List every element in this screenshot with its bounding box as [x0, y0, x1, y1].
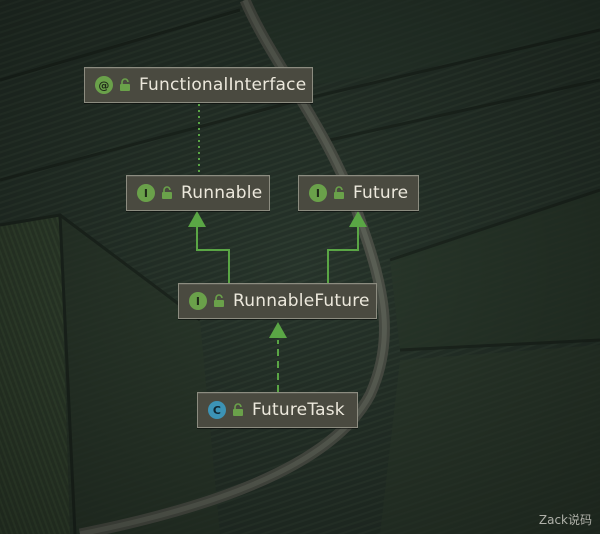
unlocked-padlock-icon [334, 186, 344, 199]
annotation-badge-icon: @ [95, 76, 113, 94]
node-label: Future [353, 183, 409, 203]
node-label: Runnable [181, 183, 263, 203]
node-label: RunnableFuture [233, 291, 370, 311]
watermark: Zack说码 [538, 513, 592, 527]
node-future-task[interactable]: C FutureTask [197, 392, 358, 428]
interface-badge-icon: I [137, 184, 155, 202]
edge-runnable-future-to-future [327, 226, 359, 283]
node-label: FutureTask [252, 400, 345, 420]
arrowhead-runnable [188, 211, 206, 227]
node-future[interactable]: I Future [298, 175, 419, 211]
node-runnable[interactable]: I Runnable [126, 175, 270, 211]
unlocked-padlock-icon [233, 403, 243, 416]
node-functional-interface[interactable]: @ FunctionalInterface [84, 67, 313, 103]
arrowhead-runnable-future [269, 322, 287, 338]
class-badge-icon: C [208, 401, 226, 419]
unlocked-padlock-icon [214, 294, 224, 307]
unlocked-padlock-icon [162, 186, 172, 199]
arrowhead-future [349, 211, 367, 227]
unlocked-padlock-icon [120, 78, 130, 91]
node-label: FunctionalInterface [139, 75, 307, 95]
interface-badge-icon: I [309, 184, 327, 202]
edge-runnable-future-to-runnable [196, 226, 230, 283]
node-runnable-future[interactable]: I RunnableFuture [178, 283, 377, 319]
interface-badge-icon: I [189, 292, 207, 310]
